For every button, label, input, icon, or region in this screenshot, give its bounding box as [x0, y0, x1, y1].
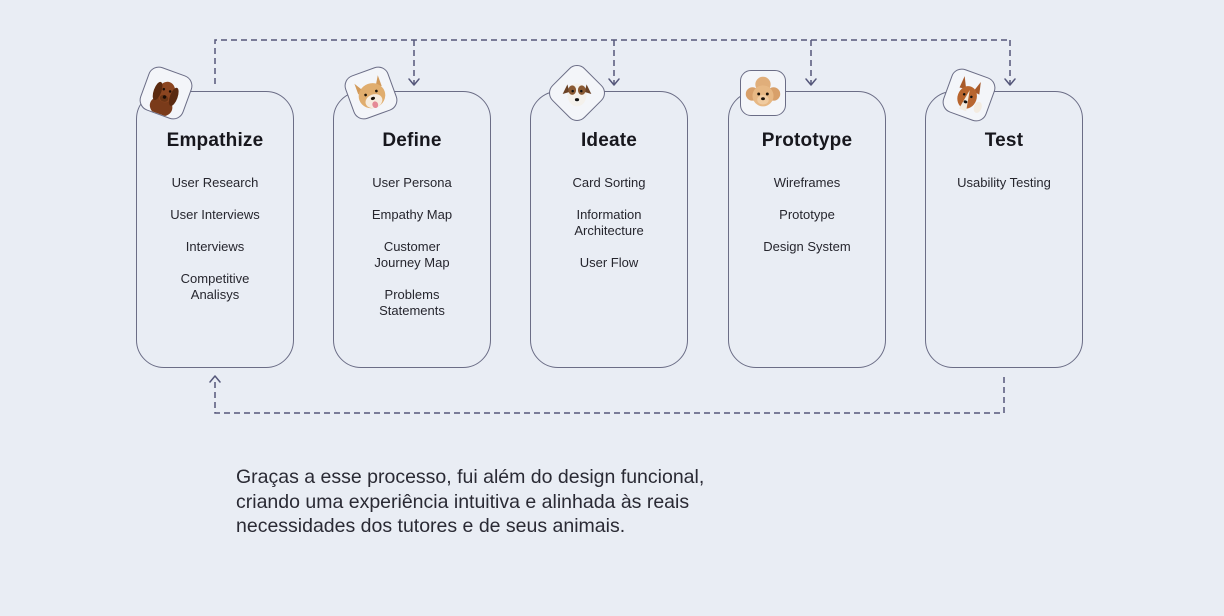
poodle-icon [740, 70, 786, 116]
arrowhead-define [408, 78, 420, 86]
stage-items: Card Sorting Information Architecture Us… [531, 175, 687, 271]
stage-card-empathize: Empathize User Research User Interviews … [136, 91, 294, 368]
dachshund-icon [136, 63, 196, 123]
stage-title: Test [984, 130, 1024, 151]
stage-card-test: Test Usability Testing [925, 91, 1083, 368]
stage-item: Prototype [779, 207, 835, 222]
top-connector-line [214, 39, 1010, 84]
arrowhead-test [1004, 78, 1016, 86]
shiba-dog-icon [341, 63, 401, 123]
stage-item: Competitive Analisys [180, 271, 250, 302]
stage-card-define: Define User Persona Empathy Map Customer… [333, 91, 491, 368]
stage-title: Define [382, 130, 442, 151]
stage-item: User Interviews [170, 207, 260, 222]
arrowhead-prototype [805, 78, 817, 86]
stage-title: Ideate [580, 130, 638, 151]
stage-card-prototype: Prototype Wireframes Prototype Design Sy… [728, 91, 886, 368]
stage-item: Empathy Map [371, 207, 453, 222]
stage-item: Customer Journey Map [374, 239, 450, 270]
stage-item: Card Sorting [572, 175, 646, 190]
basenji-icon [939, 65, 999, 125]
bottom-connector-line [214, 377, 1005, 414]
jack-russell-icon [544, 60, 610, 126]
stage-item: Design System [763, 239, 851, 254]
stage-item: User Research [171, 175, 259, 190]
stage-item: User Persona [372, 175, 452, 190]
stage-item: Information Architecture [574, 207, 644, 238]
stage-items: User Research User Interviews Interviews… [137, 175, 293, 303]
stage-title: Empathize [166, 130, 264, 151]
stage-card-ideate: Ideate Card Sorting Information Architec… [530, 91, 688, 368]
stage-item: User Flow [579, 255, 639, 270]
stage-item: Interviews [185, 239, 245, 254]
arrowhead-empathize-return [209, 375, 221, 383]
stage-items: User Persona Empathy Map Customer Journe… [334, 175, 490, 319]
stage-item: Problems Statements [379, 287, 445, 318]
stage-items: Usability Testing [926, 175, 1082, 191]
stage-item: Wireframes [773, 175, 841, 190]
stage-items: Wireframes Prototype Design System [729, 175, 885, 255]
stage-item: Usability Testing [957, 175, 1051, 190]
summary-text: Graças a esse processo, fui além do desi… [236, 466, 705, 537]
stage-title: Prototype [761, 130, 853, 151]
arrowhead-ideate [608, 78, 620, 86]
